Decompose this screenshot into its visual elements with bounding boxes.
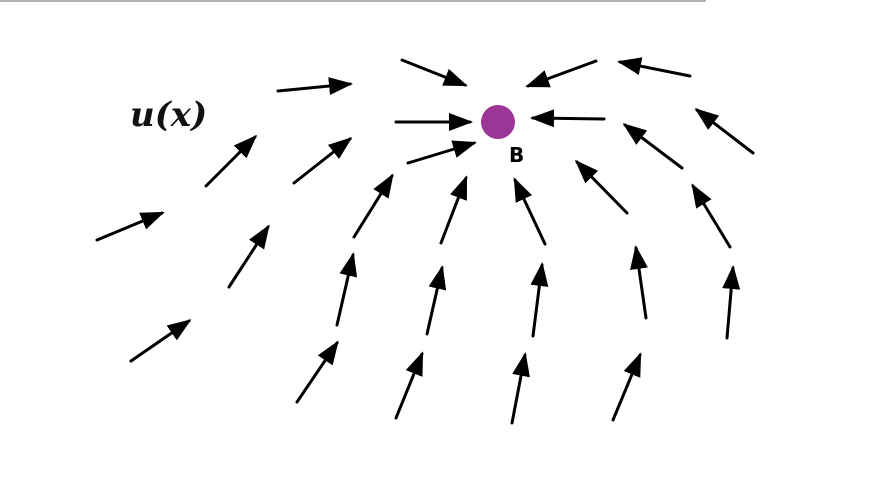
vector-arrow-27 (510, 352, 530, 425)
vector-arrow-9 (292, 137, 353, 185)
point-b-marker (481, 105, 515, 139)
vector-arrow-1 (276, 77, 353, 95)
vector-arrow-16 (513, 177, 547, 246)
vector-arrow-18 (691, 183, 732, 249)
vector-arrow-23 (630, 245, 648, 320)
vector-arrow-15 (439, 175, 468, 245)
vector-arrow-10 (406, 140, 477, 165)
vector-arrow-17 (574, 159, 629, 215)
vector-arrow-19 (129, 319, 192, 363)
vector-arrow-13 (227, 224, 270, 289)
vector-arrow-7 (694, 108, 755, 155)
vector-arrow-25 (295, 340, 339, 404)
vector-arrow-21 (425, 265, 447, 336)
vector-arrow-28 (611, 352, 642, 422)
field-label: u(x) (130, 95, 207, 135)
vector-arrow-20 (335, 252, 358, 327)
vector-arrow-11 (622, 123, 684, 170)
vector-arrow-14 (352, 173, 394, 239)
vector-arrow-6 (530, 109, 606, 128)
vector-arrow-2 (400, 58, 468, 87)
vector-arrow-22 (530, 262, 549, 338)
vector-arrow-12 (95, 211, 165, 242)
vector-arrow-8 (204, 134, 258, 188)
vector-field-arrows (95, 57, 755, 425)
point-b-label: B (509, 143, 524, 167)
vector-arrow-26 (394, 351, 424, 420)
vector-arrow-4 (617, 57, 692, 78)
vector-arrow-3 (525, 59, 598, 88)
vector-arrow-24 (722, 265, 741, 340)
